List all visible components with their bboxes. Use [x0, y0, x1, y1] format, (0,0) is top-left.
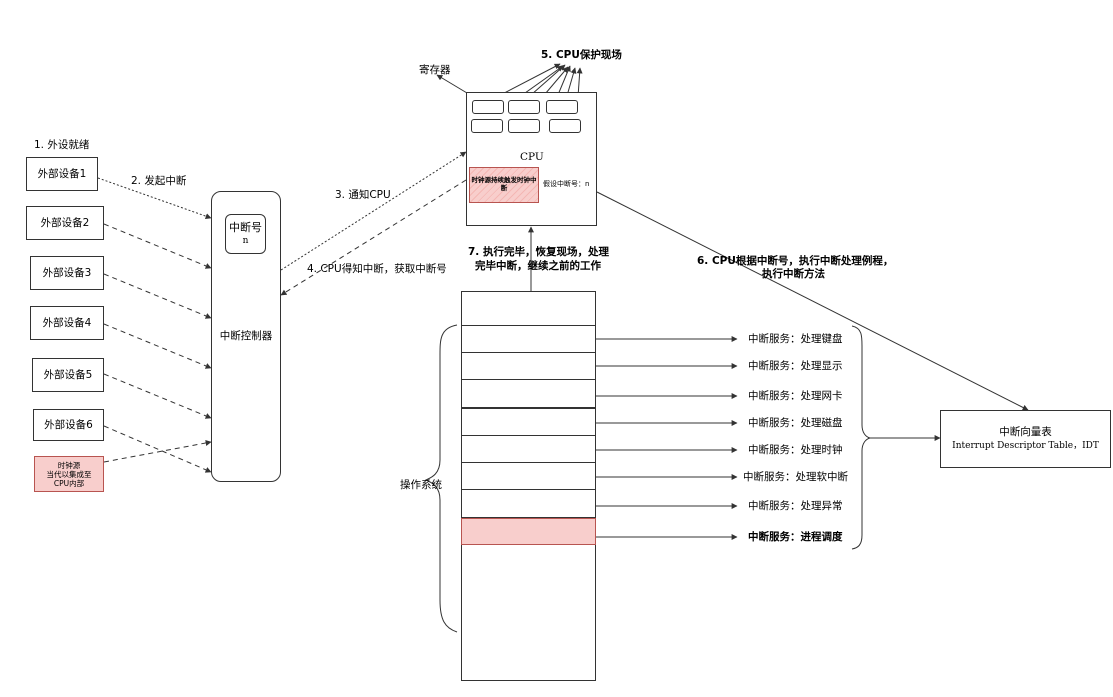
os-row-7[interactable]	[461, 489, 596, 518]
step-7-label-line1: 7. 执行完毕，恢复现场，处理	[468, 246, 609, 258]
edge-notify-cpu	[280, 151, 467, 271]
os-table	[461, 291, 596, 681]
device-1[interactable]: 外部设备1	[26, 157, 98, 191]
step-6-label-line2: 执行中断方法	[762, 268, 825, 280]
controller-label: 中断控制器	[219, 330, 273, 343]
os-row-2[interactable]	[461, 352, 596, 379]
edge-device6-controller	[103, 425, 212, 473]
step-5-label: 5. CPU保护现场	[541, 49, 622, 61]
edge-clock-controller	[103, 440, 212, 463]
service-scheduling: 中断服务：进程调度	[748, 531, 843, 543]
idt-title: 中断向量表	[999, 425, 1052, 438]
step-1-label: 1. 外设就绪	[34, 139, 90, 151]
os-row-3[interactable]	[461, 379, 596, 408]
service-exception: 中断服务：处理异常	[748, 500, 843, 512]
edge-device2-controller	[103, 223, 212, 269]
os-brace	[424, 324, 458, 633]
os-row-5[interactable]	[461, 435, 596, 462]
interrupt-number-title: 中断号	[229, 221, 262, 234]
device-4[interactable]: 外部设备4	[30, 306, 104, 340]
register-1[interactable]	[472, 100, 504, 114]
register-2[interactable]	[508, 100, 540, 114]
step-2-label: 2. 发起中断	[131, 175, 187, 187]
idt-box[interactable]: 中断向量表 Interrupt Descriptor Table，IDT	[940, 410, 1111, 468]
cpu-box[interactable]	[466, 92, 597, 226]
os-label: 操作系统	[400, 479, 442, 491]
device-3[interactable]: 外部设备3	[30, 256, 104, 290]
service-disk: 中断服务：处理磁盘	[748, 417, 843, 429]
step-7-label-line2: 完毕中断，继续之前的工作	[475, 260, 601, 272]
edge-device3-controller	[103, 273, 212, 319]
os-row-1[interactable]	[461, 325, 596, 352]
device-2[interactable]: 外部设备2	[26, 206, 104, 240]
register-6[interactable]	[549, 119, 581, 133]
assumed-interrupt-number: 假设中断号：n	[543, 180, 590, 188]
os-row-8-highlight[interactable]	[461, 518, 596, 545]
clock-source[interactable]: 时钟源 当代以集成至 CPU内部	[34, 456, 104, 492]
edge-device5-controller	[103, 373, 212, 419]
register-3[interactable]	[546, 100, 578, 114]
os-row-6[interactable]	[461, 462, 596, 489]
edge-device4-controller	[103, 323, 212, 369]
services-brace	[851, 325, 871, 550]
service-network: 中断服务：处理网卡	[748, 390, 843, 402]
interrupt-number-value: n	[242, 236, 249, 247]
device-6[interactable]: 外部设备6	[33, 409, 104, 441]
idt-subtitle: Interrupt Descriptor Table，IDT	[952, 441, 1099, 452]
cpu-label: CPU	[520, 151, 544, 163]
service-soft-interrupt: 中断服务：处理软中断	[743, 471, 848, 483]
service-display: 中断服务：处理显示	[748, 360, 843, 372]
step-6-label-line1: 6. CPU根据中断号，执行中断处理例程，	[697, 255, 894, 267]
device-5[interactable]: 外部设备5	[32, 358, 104, 392]
step-4-label: 4. CPU得知中断，获取中断号	[307, 263, 447, 275]
register-5[interactable]	[508, 119, 540, 133]
register-4[interactable]	[471, 119, 503, 133]
register-label: 寄存器	[419, 64, 451, 76]
service-clock: 中断服务：处理时钟	[748, 444, 843, 456]
cpu-clock-box[interactable]: 时钟源持续触发时钟中断	[469, 167, 539, 203]
service-keyboard: 中断服务：处理键盘	[748, 333, 843, 345]
interrupt-number-box[interactable]: 中断号 n	[225, 214, 266, 254]
os-row-4[interactable]	[461, 408, 596, 435]
edge-cpu-idt	[596, 191, 1029, 411]
edge-get-number	[280, 179, 467, 296]
step-3-label: 3. 通知CPU	[335, 189, 391, 201]
